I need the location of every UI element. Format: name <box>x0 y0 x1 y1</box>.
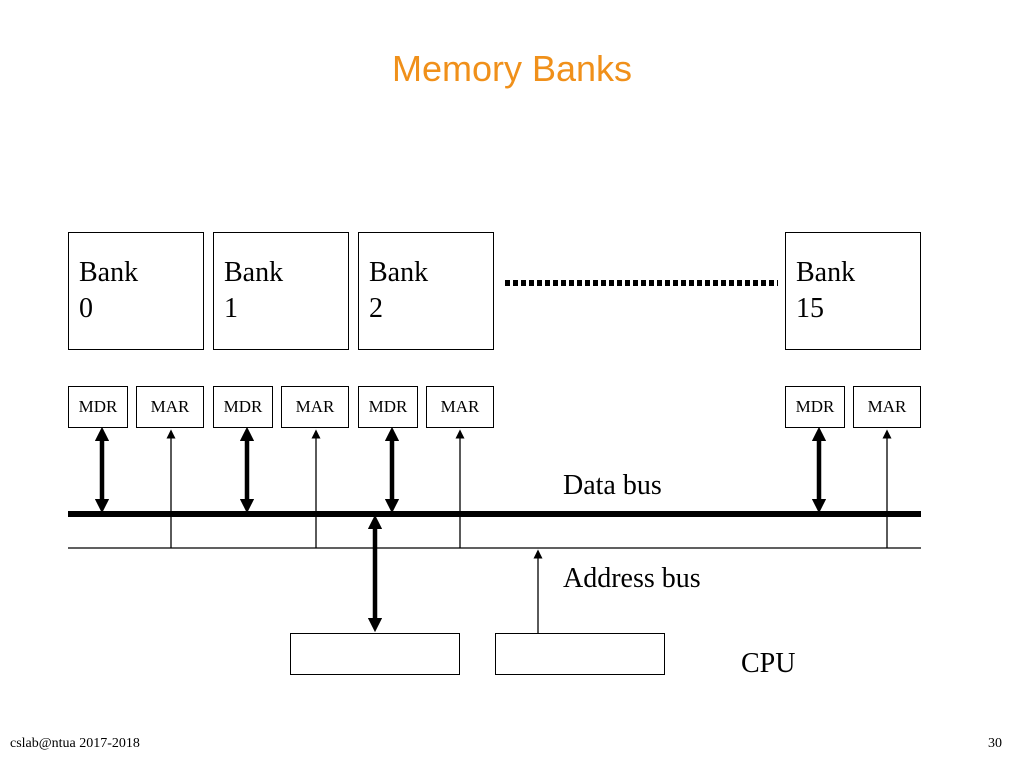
cpu-label: CPU <box>741 648 796 679</box>
bank-1-word: Bank <box>224 257 284 288</box>
mar-bank-2: MAR <box>426 386 494 428</box>
cpu-address-register-box <box>495 633 665 675</box>
bank-2-box: Bank 2 <box>358 232 494 350</box>
address-bus-label: Address bus <box>563 563 701 594</box>
bank-1-number: 1 <box>224 293 238 324</box>
mdr-bank-15: MDR <box>785 386 845 428</box>
bank-2-word: Bank <box>369 257 429 288</box>
bank-15-word: Bank <box>796 257 856 288</box>
cpu-data-register-box <box>290 633 460 675</box>
mar-bank-1: MAR <box>281 386 349 428</box>
footer-credit: cslab@ntua 2017-2018 <box>10 736 140 751</box>
mar-bank-0: MAR <box>136 386 204 428</box>
slide-number: 30 <box>988 736 1002 751</box>
mar-bank-15: MAR <box>853 386 921 428</box>
bank-2-number: 2 <box>369 293 383 324</box>
bank-0-number: 0 <box>79 293 93 324</box>
data-bus-label: Data bus <box>563 470 662 501</box>
bank-15-number: 15 <box>796 293 824 324</box>
bank-1-box: Bank 1 <box>213 232 349 350</box>
bank-15-box: Bank 15 <box>785 232 921 350</box>
mdr-bank-0: MDR <box>68 386 128 428</box>
slide-title: Memory Banks <box>391 48 633 89</box>
bank-0-box: Bank 0 <box>68 232 204 350</box>
bank-0-word: Bank <box>79 257 139 288</box>
